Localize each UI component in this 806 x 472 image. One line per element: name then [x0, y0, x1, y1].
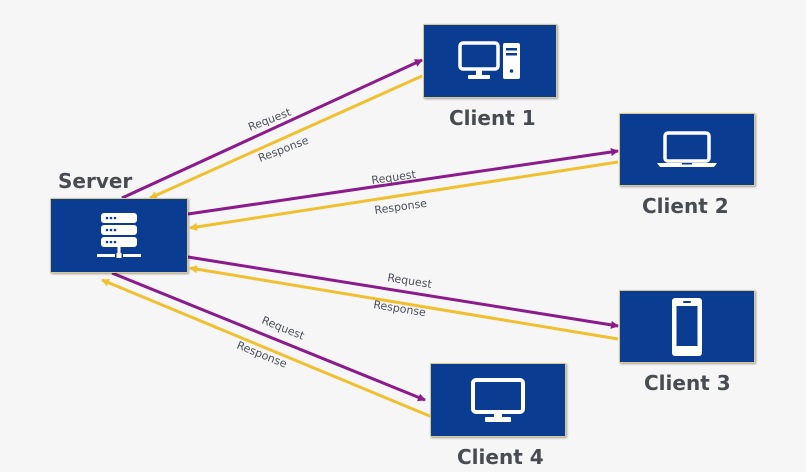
request-arrow-client-2 [187, 148, 619, 216]
response-label-client-4: Response [235, 339, 289, 371]
server-icon [97, 212, 141, 258]
response-arrow-client-1 [149, 74, 423, 200]
client-4-node[interactable] [430, 363, 566, 437]
response-arrow-client-4 [101, 278, 433, 419]
smartphone-icon [672, 297, 702, 356]
response-arrow-client-3 [189, 265, 619, 341]
request-label-client-2: Request [371, 168, 418, 187]
request-arrow-client-4 [111, 271, 426, 402]
client-3-label: Client 3 [644, 371, 731, 395]
server-node[interactable] [50, 198, 188, 273]
client-2-label: Client 2 [642, 194, 729, 218]
client-4-label: Client 4 [457, 445, 544, 469]
response-label-client-3: Response [373, 298, 427, 319]
client-3-node[interactable] [619, 290, 755, 363]
monitor-icon [471, 378, 525, 422]
request-label-client-3: Request [387, 271, 434, 291]
client-1-label: Client 1 [449, 106, 536, 130]
response-arrow-client-2 [189, 160, 619, 231]
server-label: Server [58, 169, 133, 193]
client-2-node[interactable] [619, 113, 755, 186]
client-1-node[interactable] [423, 24, 557, 98]
desktop-tower-icon [458, 41, 520, 79]
request-arrow-client-3 [187, 255, 619, 329]
laptop-icon [657, 130, 717, 167]
request-label-client-4: Request [260, 314, 307, 343]
request-arrow-client-1 [121, 58, 423, 200]
